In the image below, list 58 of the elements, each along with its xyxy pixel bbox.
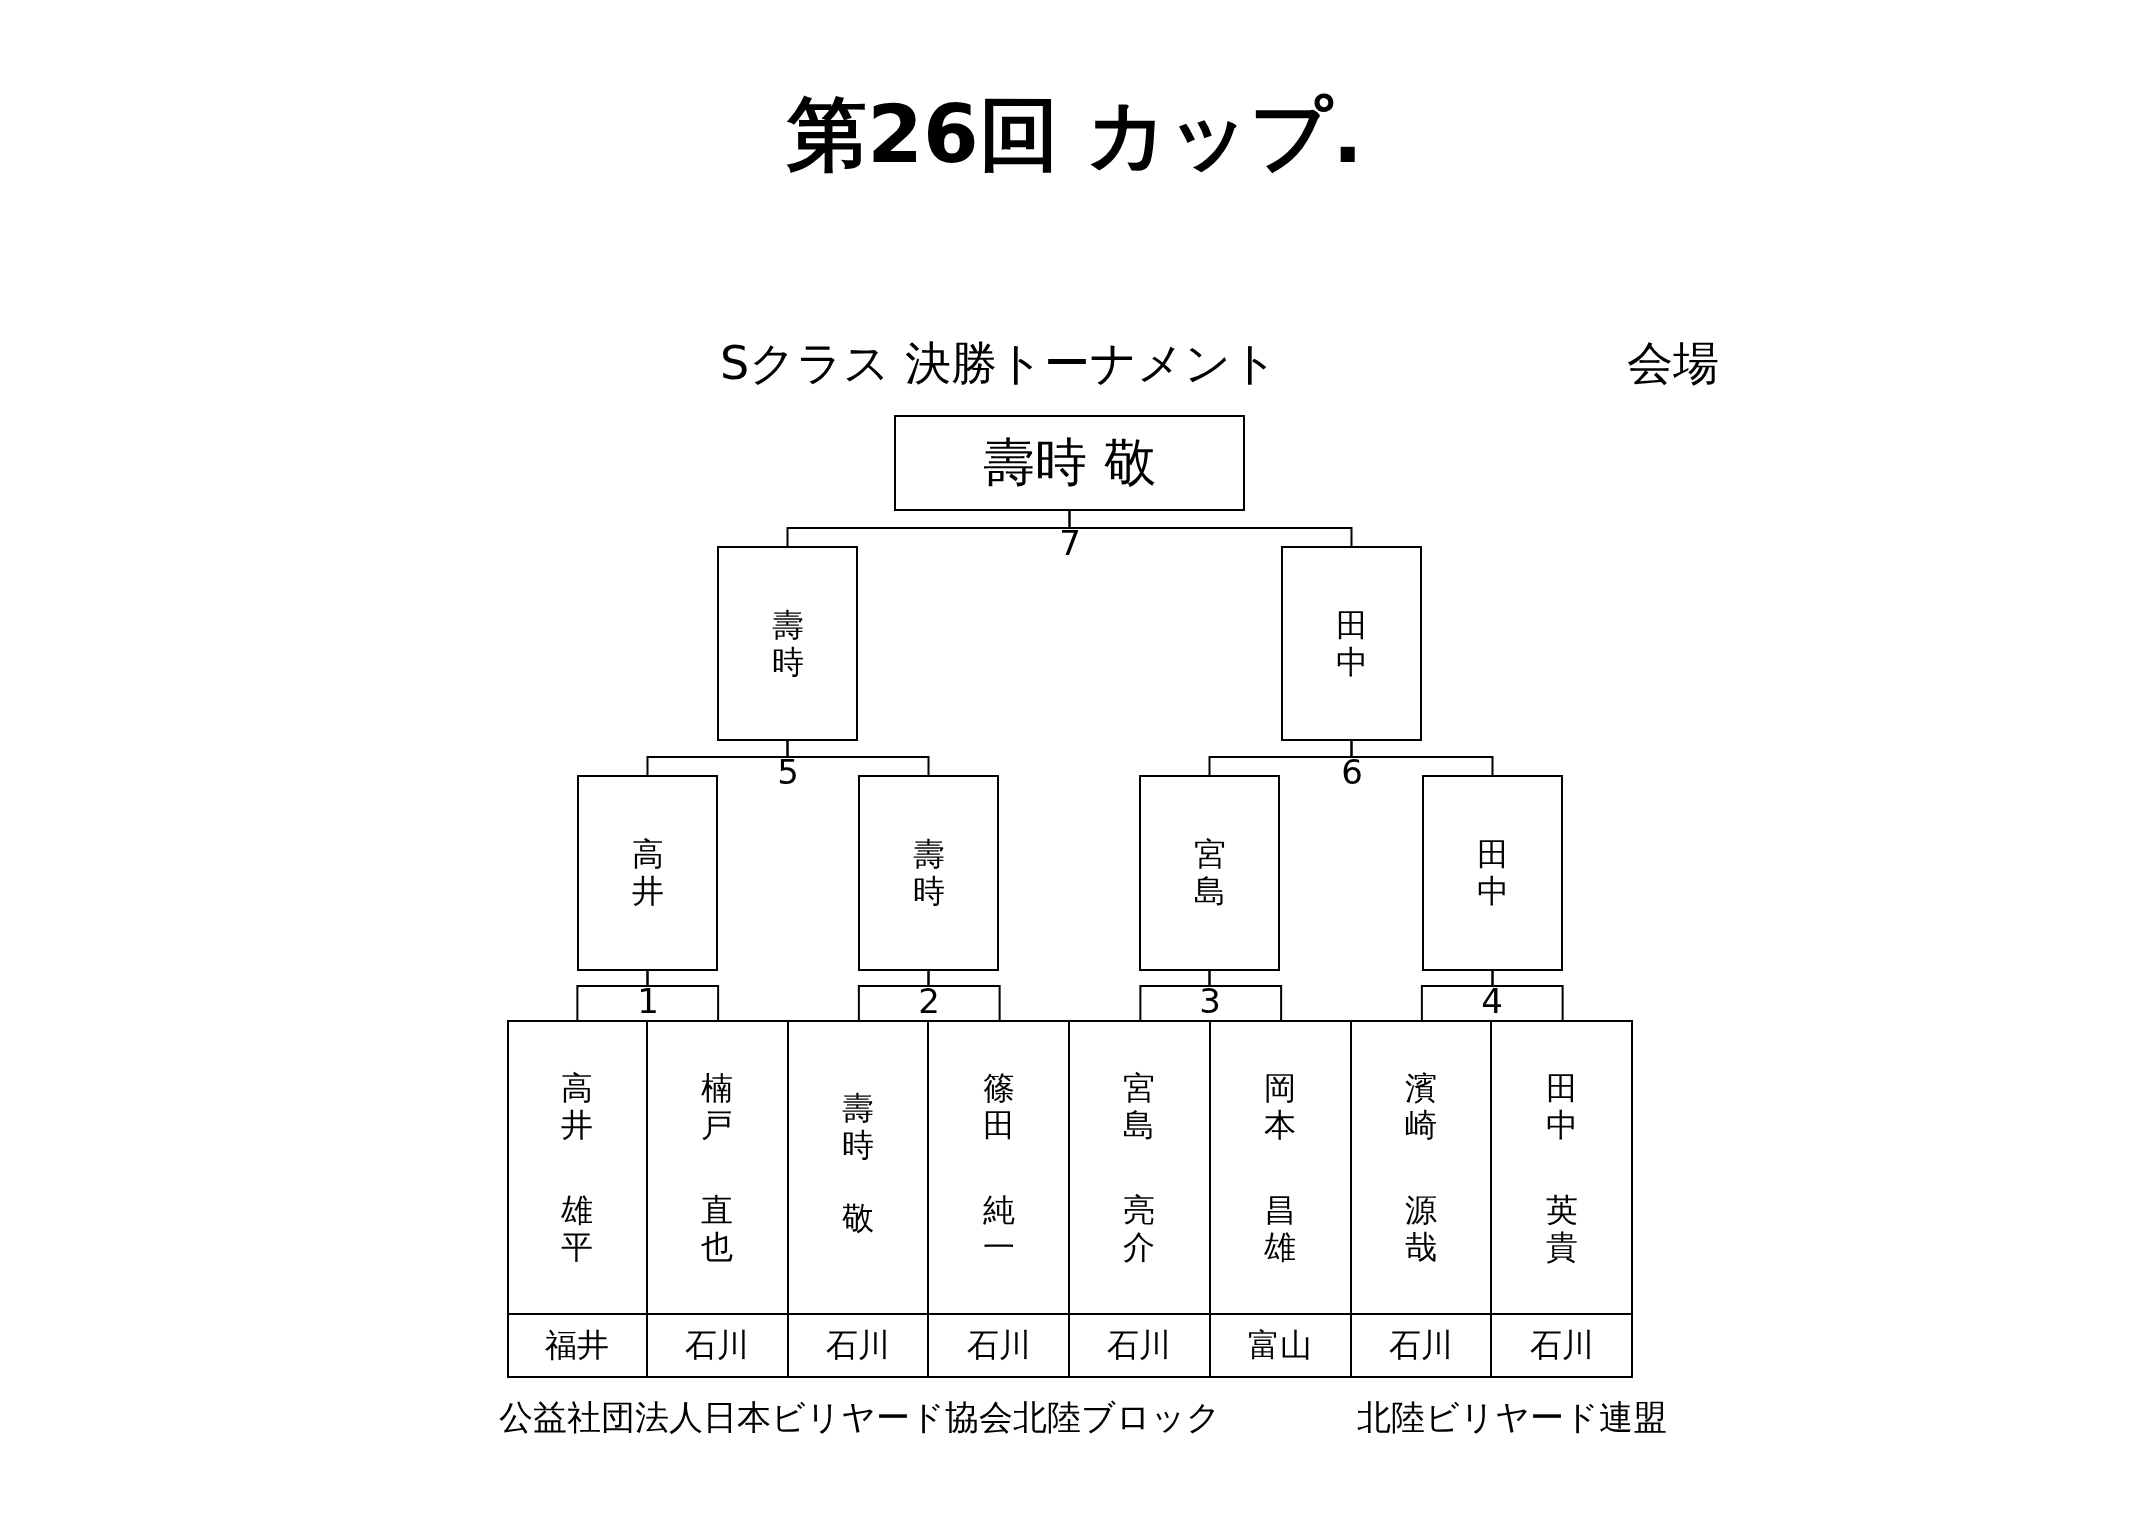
match-number: 4: [1481, 984, 1503, 1018]
player-cell: [1351, 1020, 1493, 1378]
player-cell: [647, 1020, 789, 1378]
surname: 田中: [1544, 1070, 1579, 1144]
prefecture-cell: 石川: [788, 1313, 928, 1376]
surname: 壽時: [841, 1090, 875, 1164]
title: 第26回 カップ.: [787, 87, 1363, 183]
bracket-box: 壽時: [717, 546, 858, 741]
bracket-box: 田中: [1281, 546, 1422, 741]
surname: 宮島: [1122, 1070, 1157, 1144]
prefecture-cell: 福井: [509, 1313, 646, 1376]
given-name: 純一: [981, 1192, 1016, 1266]
player-cell: [788, 1020, 930, 1378]
prefecture-cell: 石川: [1492, 1313, 1631, 1376]
bracket-line: [646, 970, 720, 1021]
organizer-text: 公益社団法人日本ビリヤード協会北陸ブロック: [499, 1400, 1221, 1434]
bracket-line: [1491, 970, 1564, 1021]
given-name: 敬: [841, 1200, 875, 1237]
match-number: 7: [1059, 526, 1081, 560]
match-number: 1: [637, 984, 659, 1018]
player-cell: [507, 1020, 648, 1378]
bracket-box: 田中: [1422, 775, 1563, 971]
surname: 濱崎: [1404, 1070, 1438, 1144]
match-number: 3: [1199, 984, 1221, 1018]
player-cell: [1070, 1020, 1211, 1378]
surname: 楠戸: [700, 1070, 734, 1144]
given-name: 昌雄: [1263, 1192, 1297, 1266]
given-name: 雄平: [560, 1192, 595, 1266]
prefecture-cell: 石川: [929, 1313, 1068, 1376]
match-number: 2: [918, 984, 940, 1018]
section-heading: Sクラス 決勝トーナメント: [720, 340, 1278, 386]
given-name: 源哉: [1404, 1192, 1438, 1266]
surname: 岡本: [1263, 1070, 1297, 1144]
prefecture-cell: 石川: [1070, 1313, 1209, 1376]
bracket-box: 高井: [577, 775, 718, 971]
player-cell: [929, 1020, 1070, 1378]
prefecture-cell: 石川: [647, 1313, 787, 1376]
winner-box: 壽時 敬: [894, 415, 1245, 511]
player-cell: [1210, 1020, 1352, 1378]
prefecture-cell: 石川: [1351, 1313, 1491, 1376]
bracket-box: 宮島: [1139, 775, 1280, 971]
surname: 高井: [560, 1070, 595, 1144]
bracket-line: [786, 740, 930, 776]
match-number: 6: [1341, 755, 1363, 789]
bracket-line: [1350, 740, 1494, 776]
player-cell: [1492, 1020, 1633, 1378]
surname: 篠田: [981, 1070, 1016, 1144]
prefecture-cell: 富山: [1210, 1313, 1350, 1376]
match-number: 5: [777, 755, 799, 789]
given-name: 直也: [700, 1192, 734, 1266]
bracket-line: [1068, 510, 1353, 547]
given-name: 英貴: [1544, 1192, 1579, 1266]
bracket-line: [927, 970, 1001, 1021]
organizer-text: 北陸ビリヤード連盟: [1357, 1400, 1667, 1434]
bracket-line: [1208, 970, 1283, 1021]
given-name: 亮介: [1122, 1192, 1157, 1266]
venue-label: 会場: [1627, 340, 1719, 386]
bracket-box: 壽時: [858, 775, 999, 971]
